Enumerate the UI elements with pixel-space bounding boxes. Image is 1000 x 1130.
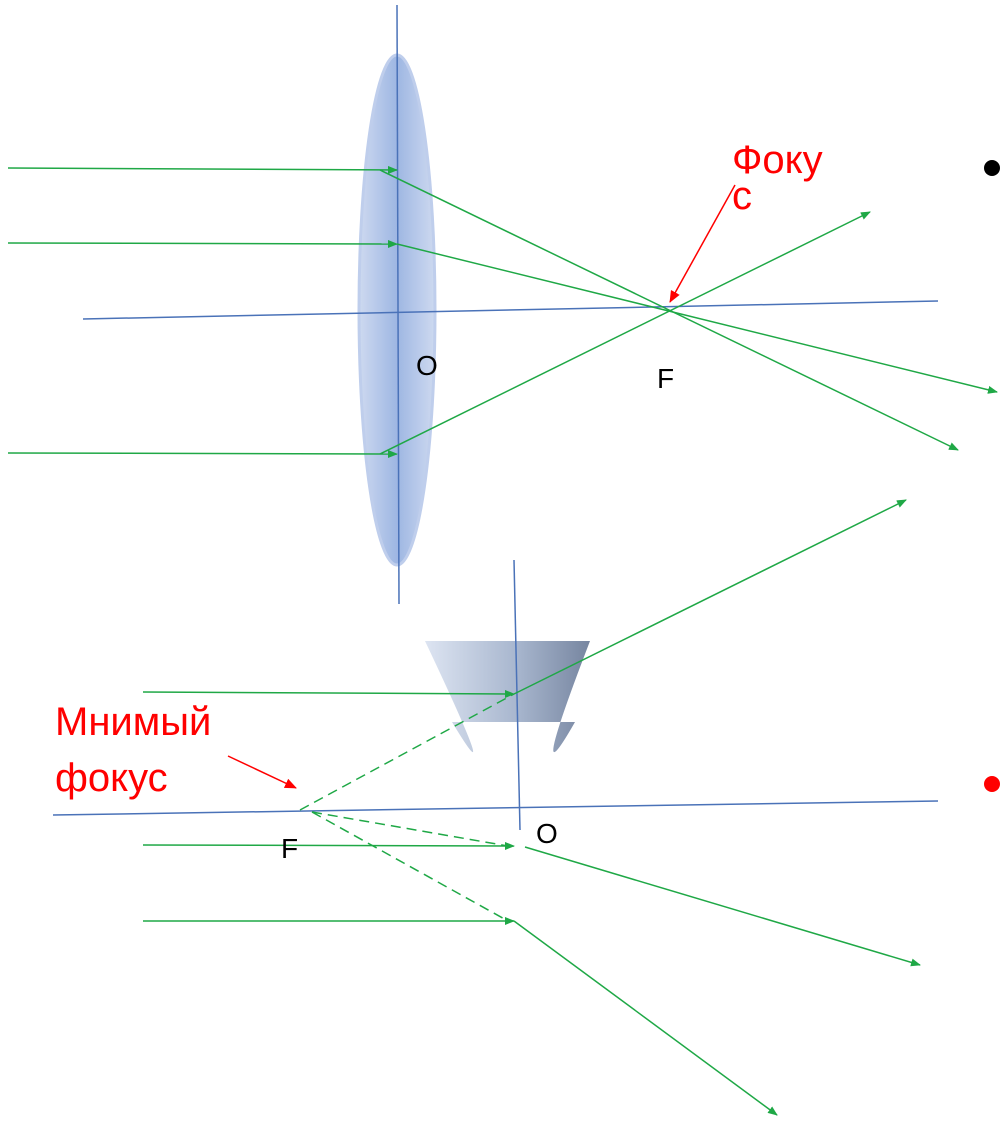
virtual-focus-callout-line1: Мнимый — [55, 700, 211, 744]
incident-ray-3 — [7, 449, 398, 458]
diverging-focus-label: F — [281, 833, 298, 864]
converging-optical-axis — [82, 300, 939, 320]
focus-callout-line2: с — [732, 174, 752, 218]
div-refracted-ray-2 — [524, 846, 921, 967]
diverging-lens-plane — [513, 559, 521, 831]
refracted-ray-3 — [379, 211, 871, 455]
diverging-lens-body — [425, 641, 590, 753]
div-refracted-ray-3 — [513, 920, 778, 1116]
converging-lens-plane — [396, 4, 400, 605]
virtual-ray-3 — [311, 811, 509, 922]
diverging-center-label: O — [536, 818, 558, 849]
converging-lens-group: O F Фоку с — [7, 4, 998, 605]
virtual-focus-callout-arrow — [227, 755, 297, 789]
bullet-dot-bottom — [984, 776, 1000, 792]
virtual-focus-callout-line2: фокус — [55, 756, 168, 800]
bullet-dot-top — [984, 160, 1000, 176]
virtual-ray-1 — [299, 693, 515, 811]
converging-focus-label: F — [657, 363, 674, 394]
incident-ray-1 — [7, 165, 398, 174]
refracted-ray-1 — [379, 169, 959, 451]
converging-center-label: O — [416, 350, 438, 381]
virtual-ray-2 — [311, 811, 509, 847]
div-incident-ray-1 — [142, 689, 515, 698]
focus-callout-arrow — [669, 184, 736, 303]
diverging-lens-group: O F Мнимый фокус — [52, 499, 939, 1116]
incident-ray-2 — [7, 239, 398, 248]
div-incident-ray-2 — [142, 841, 515, 850]
diverging-optical-axis — [52, 800, 939, 816]
div-refracted-ray-1 — [513, 499, 907, 695]
refracted-ray-2 — [396, 243, 998, 394]
focus-callout-line1: Фоку — [732, 138, 823, 182]
